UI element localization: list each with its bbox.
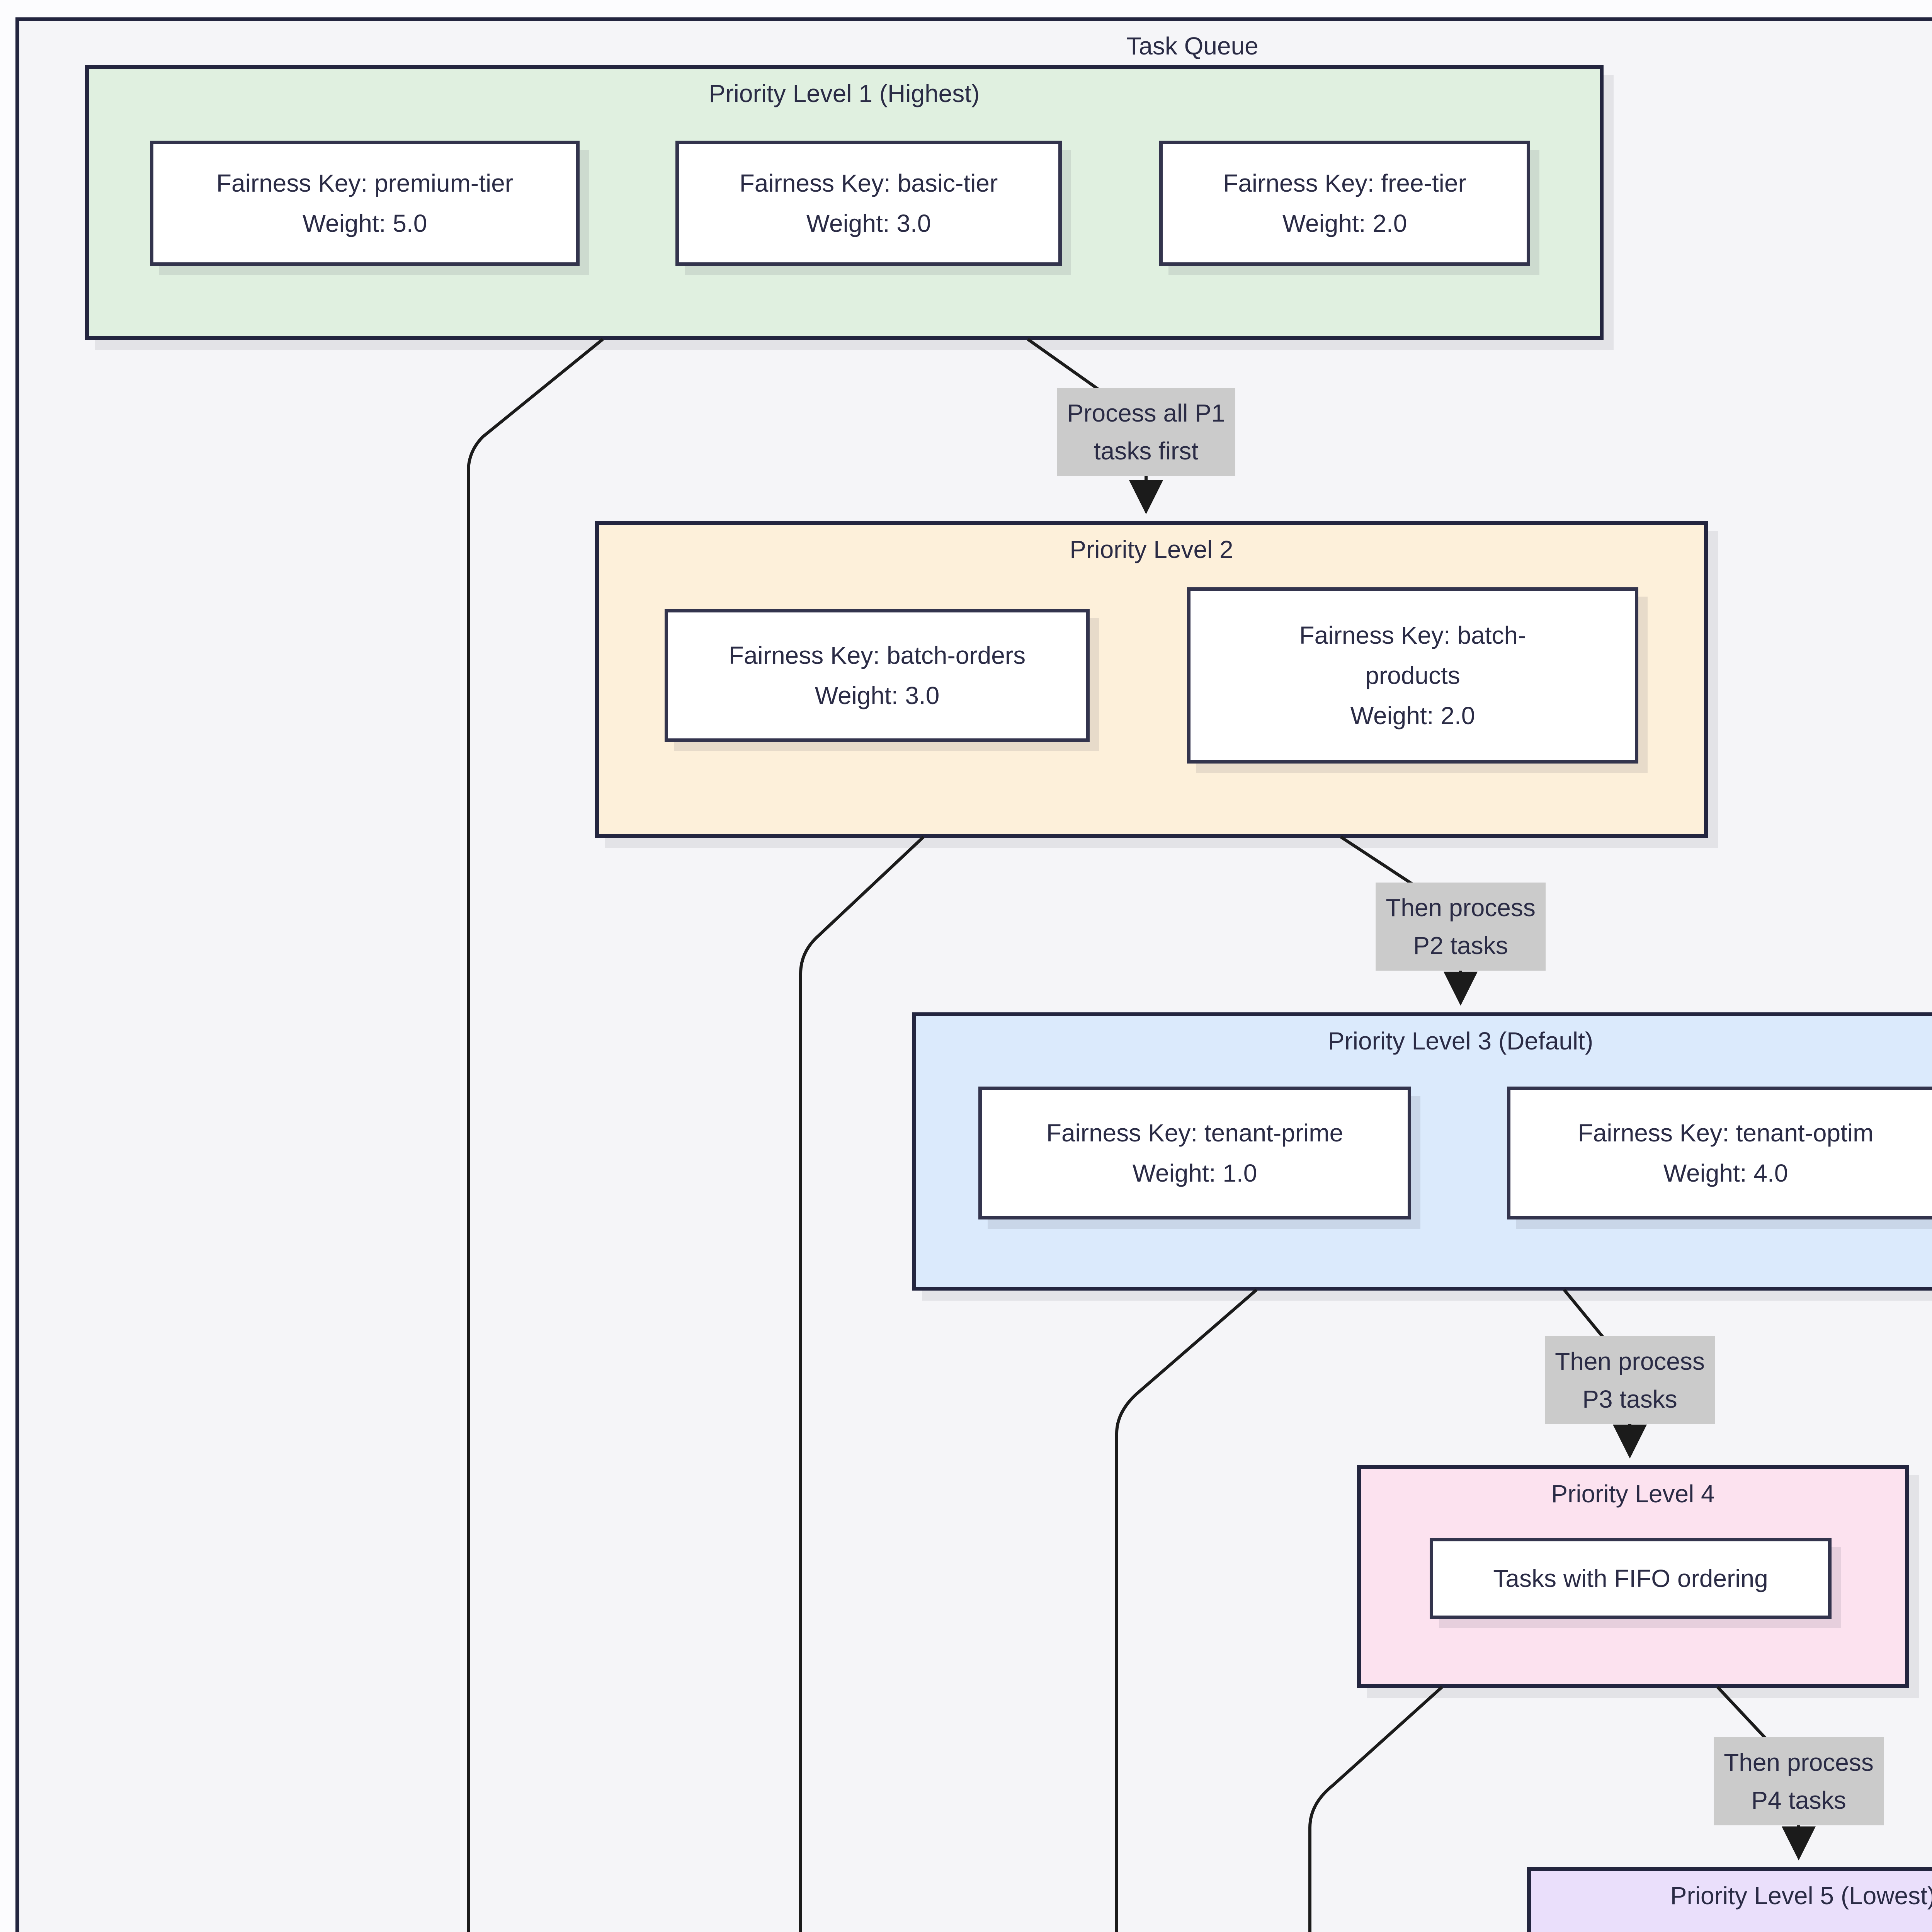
edge-label-line: P4 tasks — [1751, 1786, 1846, 1814]
node-line: Weight: 5.0 — [302, 209, 427, 237]
node-line: Fairness Key: premium-tier — [216, 169, 514, 197]
edge-label-p1: Process all P1 tasks first — [1057, 388, 1235, 476]
node-line: Weight: 2.0 — [1350, 702, 1475, 730]
node-basic-tier: Fairness Key: basic-tier Weight: 3.0 — [675, 141, 1062, 266]
node-line: products — [1365, 662, 1460, 689]
priority-1-title: Priority Level 1 (Highest) — [709, 80, 980, 107]
node-fifo-p4: Tasks with FIFO ordering — [1430, 1538, 1832, 1619]
node-batch-products: Fairness Key: batch- products Weight: 2.… — [1187, 587, 1638, 764]
node-line: Weight: 3.0 — [815, 682, 940, 709]
node-line: Fairness Key: batch-orders — [728, 641, 1026, 669]
node-line: Fairness Key: tenant-prime — [1046, 1119, 1344, 1147]
priority-2-title: Priority Level 2 — [1070, 536, 1233, 563]
node-tenant-prime: Fairness Key: tenant-prime Weight: 1.0 — [978, 1087, 1411, 1219]
node-line: Weight: 1.0 — [1132, 1159, 1257, 1187]
node-tenant-optim: Fairness Key: tenant-optim Weight: 4.0 — [1507, 1087, 1932, 1219]
edge-label-p3: Then process P3 tasks — [1545, 1336, 1715, 1424]
priority-3-title: Priority Level 3 (Default) — [1328, 1027, 1594, 1055]
edge-label-line: Then process — [1555, 1347, 1705, 1375]
edge-label-line: P2 tasks — [1413, 932, 1508, 959]
edge-label-line: P3 tasks — [1582, 1385, 1677, 1413]
node-batch-orders: Fairness Key: batch-orders Weight: 3.0 — [665, 609, 1090, 742]
edge-label-p4: Then process P4 tasks — [1714, 1737, 1884, 1825]
priority-5-title: Priority Level 5 (Lowest) — [1670, 1882, 1932, 1910]
node-line: Fairness Key: basic-tier — [739, 169, 998, 197]
edge-label-line: Then process — [1724, 1748, 1874, 1776]
node-premium-tier: Fairness Key: premium-tier Weight: 5.0 — [150, 141, 580, 266]
cluster-priority-5: Priority Level 5 (Lowest) — [1527, 1867, 1932, 1932]
node-line: Fairness Key: free-tier — [1223, 169, 1466, 197]
node-line: Weight: 3.0 — [806, 209, 931, 237]
node-line: Fairness Key: tenant-optim — [1578, 1119, 1874, 1147]
edge-label-line: tasks first — [1094, 437, 1199, 465]
node-line: Tasks with FIFO ordering — [1493, 1565, 1768, 1592]
edge-label-line: Then process — [1386, 894, 1536, 922]
priority-4-title: Priority Level 4 — [1551, 1480, 1715, 1508]
edge-label-p2: Then process P2 tasks — [1376, 883, 1546, 971]
node-line: Weight: 4.0 — [1663, 1159, 1788, 1187]
node-line: Fairness Key: batch- — [1299, 621, 1526, 649]
node-line: Weight: 2.0 — [1282, 209, 1407, 237]
task-queue-title: Task Queue — [1126, 32, 1259, 60]
edge-label-line: Process all P1 — [1067, 399, 1225, 427]
node-free-tier: Fairness Key: free-tier Weight: 2.0 — [1159, 141, 1530, 266]
